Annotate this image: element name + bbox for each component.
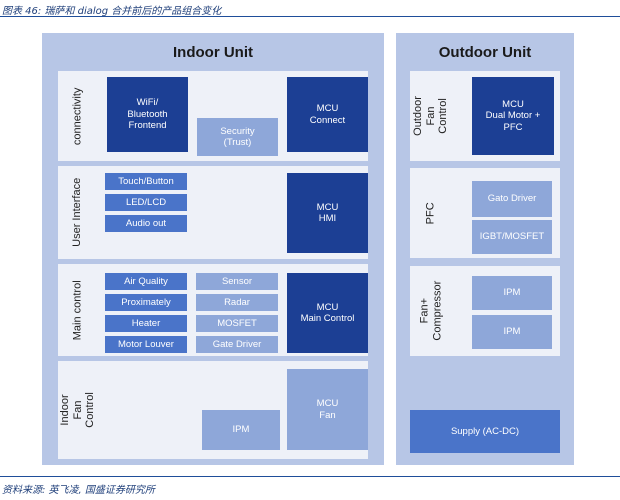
source-note: 资料来源: 英飞凌, 国盛证券研究所: [2, 485, 155, 496]
connectivity-label: connectivity: [71, 87, 84, 145]
top-rule: [0, 16, 620, 17]
mcu-hmi-box: MCU HMI: [287, 173, 368, 253]
led-lcd-chip: LED/LCD: [105, 194, 187, 211]
igbt-mosfet-box: IGBT/MOSFET: [472, 220, 552, 254]
wifi-bluetooth-frontend-box: WiFi/ Bluetooth Frontend: [107, 77, 188, 152]
heater-chip: Heater: [105, 315, 187, 332]
mosfet-chip: MOSFET: [196, 315, 278, 332]
mcu-fan-box: MCU Fan: [287, 369, 368, 450]
indoor-ipm-box: IPM: [202, 410, 280, 450]
motor-louver-chip: Motor Louver: [105, 336, 187, 353]
mcu-dual-motor-pfc-box: MCU Dual Motor + PFC: [472, 77, 554, 155]
main-control-label: Main control: [71, 280, 84, 340]
supply-ac-dc-box: Supply (AC-DC): [410, 410, 560, 453]
security-trust-box: Security (Trust): [197, 118, 278, 156]
air-quality-chip: Air Quality: [105, 273, 187, 290]
figure-caption: 图表 46: 瑞萨和 dialog 合并前后的产品组合变化: [2, 6, 222, 17]
fan-compressor-label: Fan+ Compressor: [418, 281, 443, 341]
pfc-label: PFC: [424, 201, 437, 224]
gate-driver-chip: Gate Driver: [196, 336, 278, 353]
indoor-fan-control-label: Indoor Fan Control: [59, 392, 97, 428]
outdoor-ipm-box-2: IPM: [472, 315, 552, 349]
user-interface-label: User Interface: [71, 177, 84, 248]
indoor-unit-title: Indoor Unit: [173, 44, 253, 61]
gato-driver-box: Gato Driver: [472, 181, 552, 217]
bottom-rule: [0, 476, 620, 477]
outdoor-ipm-box-1: IPM: [472, 276, 552, 310]
mcu-connect-box: MCU Connect: [287, 77, 368, 152]
mcu-main-control-box: MCU Main Control: [287, 273, 368, 353]
proximately-chip: Proximately: [105, 294, 187, 311]
sensor-chip: Sensor: [196, 273, 278, 290]
audio-out-chip: Audio out: [105, 215, 187, 232]
outdoor-unit-title: Outdoor Unit: [438, 44, 532, 61]
radar-chip: Radar: [196, 294, 278, 311]
outdoor-fan-control-label: Outdoor Fan Control: [412, 96, 450, 136]
touch-button-chip: Touch/Button: [105, 173, 187, 190]
